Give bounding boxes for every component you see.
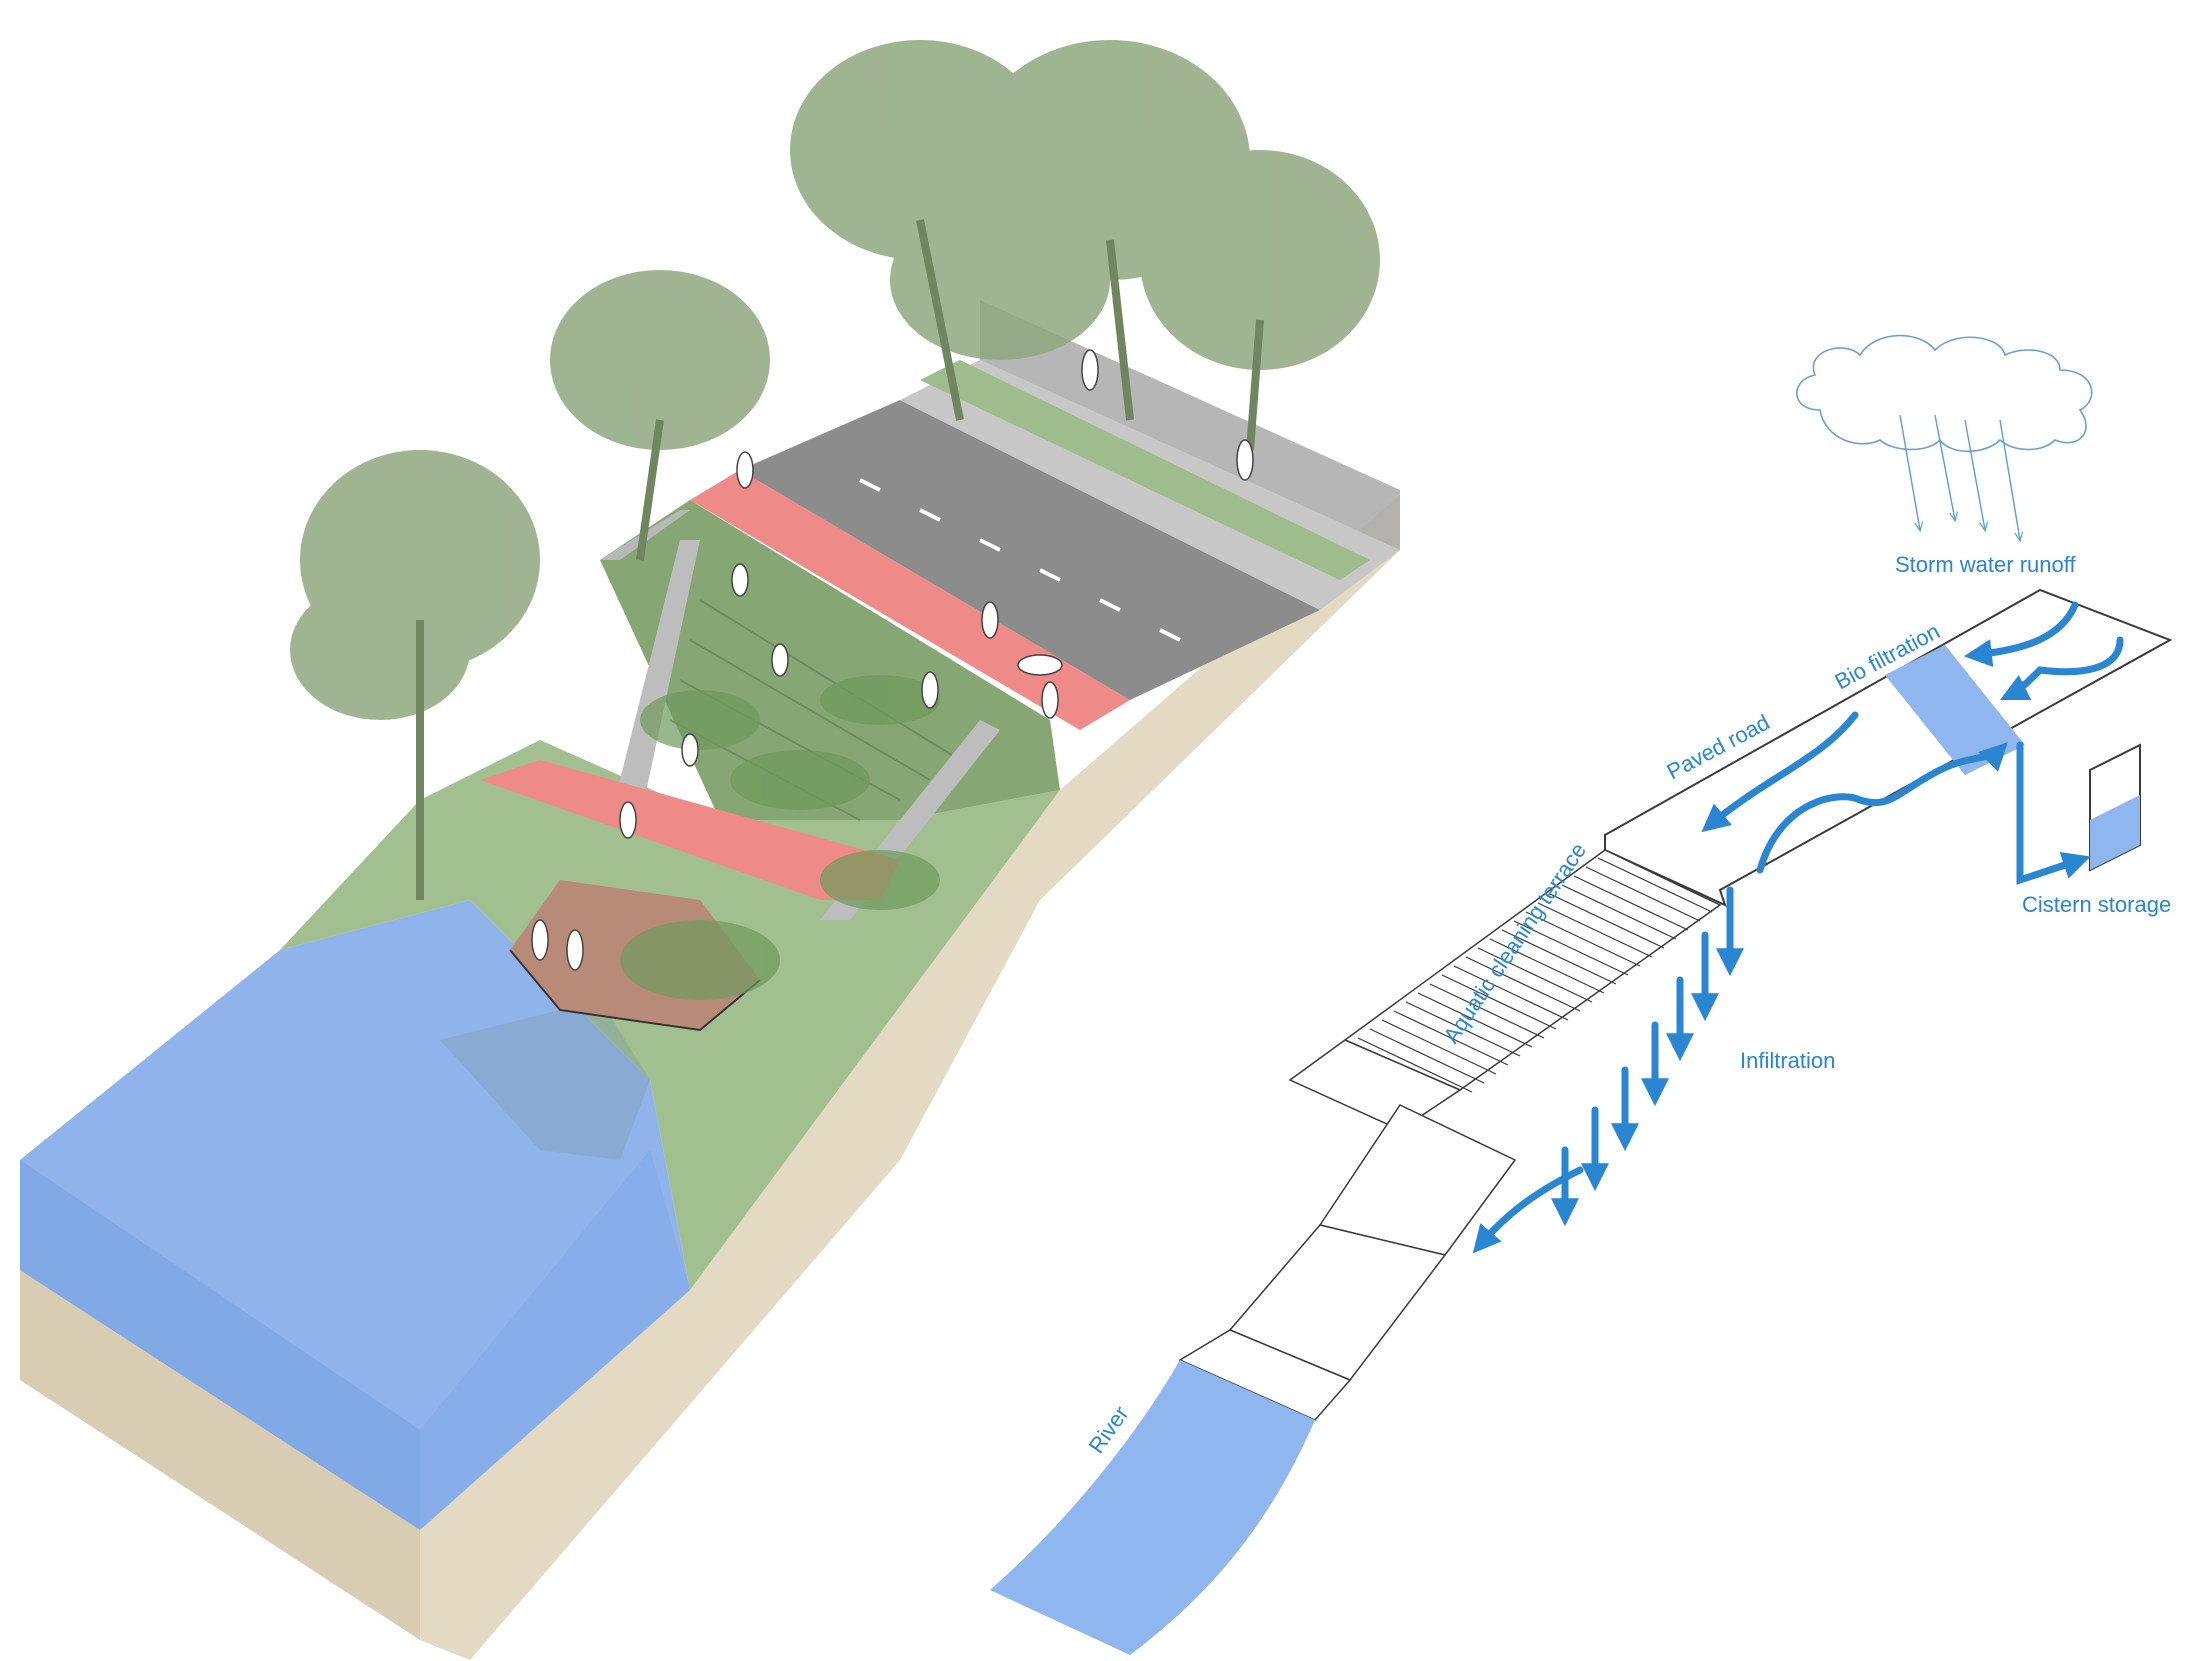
road-planting-strip [920, 360, 1370, 580]
person [566, 929, 584, 971]
label-cistern-storage: Cistern storage [2022, 892, 2171, 917]
label-storm-water-runoff: Storm water runoff [1895, 552, 2076, 577]
stairs-left-run [610, 540, 700, 820]
soil-front-face [420, 495, 1400, 1660]
river-water-front [20, 1160, 420, 1530]
soil-side-face [20, 1270, 420, 1640]
tree-canopy [890, 200, 1110, 360]
tree-canopy [290, 580, 470, 720]
wave-arrow [1756, 742, 2008, 874]
flow-arrows [1472, 601, 2124, 1254]
deck-rail [509, 949, 761, 1032]
rain-arrows [1899, 414, 2020, 540]
person [681, 733, 699, 767]
person [731, 563, 749, 597]
stormwater-schematic: Storm water runoff Bio filtration Paved … [990, 334, 2173, 1655]
person [619, 801, 637, 839]
axonometric-embankment [20, 40, 1400, 1660]
person [1041, 681, 1059, 719]
tree-trunks [416, 219, 1264, 900]
terrace-step-lines [1357, 857, 1713, 1093]
person [771, 643, 789, 677]
cistern-water [2090, 795, 2140, 870]
river-channel [990, 1360, 1315, 1655]
trees [290, 40, 1380, 720]
road-center-dashes [859, 478, 1181, 642]
river-water-side [420, 1150, 690, 1530]
person [1236, 439, 1254, 481]
runoff-arrow [1963, 601, 2079, 668]
cistern-arrow [2016, 741, 2091, 885]
tree-canopy [1140, 150, 1380, 370]
person [1081, 349, 1099, 391]
foliage-clusters [620, 675, 940, 1000]
person [981, 601, 999, 639]
aquatic-cleaning-terrace-steps [1288, 849, 1722, 1131]
bike-lane-lower [480, 760, 900, 900]
person [736, 451, 754, 489]
discharge-arrow [1472, 1166, 1584, 1254]
person [921, 671, 939, 709]
tree-canopy [550, 270, 770, 450]
shadow-band [440, 1000, 650, 1160]
person [531, 919, 549, 961]
people-figures [531, 349, 1254, 971]
label-infiltration: Infiltration [1740, 1048, 1835, 1073]
paved-road-arrow [1701, 711, 1859, 833]
paved-road-band [740, 400, 1320, 700]
cloud-icon [1796, 334, 2093, 452]
umbrella-icon [1017, 654, 1063, 676]
runoff-arrow [1999, 636, 2124, 701]
